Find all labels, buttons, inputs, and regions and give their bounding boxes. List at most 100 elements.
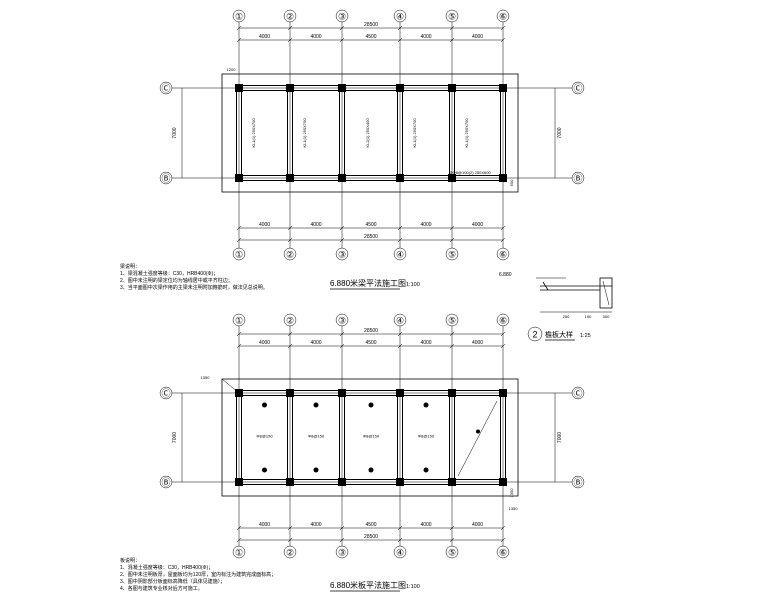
slab-annotation: Φ8@150 xyxy=(418,434,435,439)
dimension-text: 7000 xyxy=(172,432,178,443)
dimension-text: 4000 xyxy=(310,34,321,40)
column xyxy=(499,389,507,397)
detail-bubble xyxy=(527,326,543,342)
dimension-text: 28500 xyxy=(364,22,378,28)
dimension-tick xyxy=(236,225,242,231)
dimension-tick xyxy=(500,343,506,349)
slab-notes: 板说明： 1、混凝土强度等级：C30，HRB400(Φ)； 2、图中未注明板厚，… xyxy=(120,558,276,593)
dimension-tick xyxy=(287,237,293,243)
row-label: Ⓑ xyxy=(161,174,170,184)
column xyxy=(396,84,404,92)
plan-title: 6.880米梁平法施工图 xyxy=(330,278,406,288)
dimension-tick xyxy=(500,331,506,337)
column xyxy=(499,478,507,486)
dimension-text: 28500 xyxy=(364,234,378,240)
axis-label: ② xyxy=(286,12,294,22)
column xyxy=(448,84,456,92)
column xyxy=(448,478,456,486)
dimension-tick xyxy=(236,37,242,43)
column xyxy=(286,389,294,397)
dimension-text: 500 xyxy=(509,179,514,186)
dimension-tick xyxy=(339,25,345,31)
dimension-tick xyxy=(500,237,506,243)
dimension-tick xyxy=(500,37,506,43)
row-label: Ⓒ xyxy=(161,84,170,94)
dimension-text: 4000 xyxy=(310,340,321,346)
rebar-marker xyxy=(368,402,374,408)
slab-annotation: Φ8@150 xyxy=(363,434,380,439)
dimension-tick xyxy=(449,225,455,231)
axis-label: ③ xyxy=(338,12,346,22)
beam-annotation: KL2(1) 250X400 xyxy=(365,118,370,148)
dimension-text: 4000 xyxy=(420,340,431,346)
axis-label: ④ xyxy=(396,12,404,22)
elevation-mark: 6.880 xyxy=(499,272,512,278)
detail-title: 檐板大样 xyxy=(545,330,573,339)
dimension-tick xyxy=(397,525,403,531)
axis-label: ⑤ xyxy=(448,250,456,260)
dimension-text: 4000 xyxy=(472,340,483,346)
axis-label: ① xyxy=(235,12,243,22)
dimension-tick xyxy=(397,25,403,31)
rebar-marker xyxy=(313,467,319,473)
rebar-marker xyxy=(262,467,267,473)
dimension-tick xyxy=(397,343,403,349)
row-label: Ⓑ xyxy=(161,478,170,488)
dimension-text: 1200 xyxy=(227,67,237,72)
axis-label: ⑥ xyxy=(499,250,507,260)
dimension-tick xyxy=(287,331,293,337)
rebar-marker xyxy=(423,467,429,473)
axis-label: ③ xyxy=(338,250,346,260)
column xyxy=(448,174,456,182)
dimension-tick xyxy=(236,525,242,531)
rebar-marker xyxy=(476,429,480,434)
dimension-tick xyxy=(236,237,242,243)
dimension-tick xyxy=(397,237,403,243)
dimension-text: 7000 xyxy=(557,432,563,443)
column xyxy=(235,84,243,92)
column xyxy=(499,174,507,182)
corner-line xyxy=(221,378,240,394)
detail-dimension: 100 xyxy=(585,314,592,319)
dimension-text: 4500 xyxy=(365,522,376,528)
dimension-text: 4500 xyxy=(365,340,376,346)
axis-label: ④ xyxy=(396,316,404,326)
dimension-tick xyxy=(236,343,242,349)
dimension-tick xyxy=(339,537,345,543)
dimension-tick xyxy=(500,537,506,543)
dimension-tick xyxy=(449,37,455,43)
beam-annotation: KL1(1) 250X700 xyxy=(464,118,469,148)
dimension-tick xyxy=(236,331,242,337)
row-label: Ⓒ xyxy=(161,389,170,399)
plan-title: 6.880米板平法施工图 xyxy=(330,580,406,590)
dimension-text: 7000 xyxy=(557,127,563,138)
column xyxy=(448,389,456,397)
dimension-tick xyxy=(339,237,345,243)
row-label: Ⓒ xyxy=(573,389,582,399)
dimension-text: 4000 xyxy=(259,222,270,228)
dimension-tick xyxy=(500,225,506,231)
column xyxy=(396,478,404,486)
dimension-tick xyxy=(449,343,455,349)
slab-outline xyxy=(221,73,519,193)
plan-scale: 1:100 xyxy=(406,282,420,288)
beam-notes: 梁说明： 1、梁混凝土强度等级：C30，HRB400(Φ)； 2、图中未注明的梁… xyxy=(120,264,268,292)
column xyxy=(338,84,346,92)
beam-annotation: KL1(1) 250X700 xyxy=(302,118,307,148)
dimension-tick xyxy=(236,25,242,31)
axis-label: ④ xyxy=(396,250,404,260)
beam-annotation: KL1(1) 250X700 xyxy=(251,118,256,148)
detail-eave-edge xyxy=(542,281,549,291)
dimension-tick xyxy=(287,37,293,43)
dimension-text: 28500 xyxy=(364,328,378,334)
plan-scale: 1:100 xyxy=(406,584,420,590)
dimension-tick xyxy=(339,331,345,337)
axis-label: ⑤ xyxy=(448,548,456,558)
dimension-tick xyxy=(339,343,345,349)
dimension-tick xyxy=(339,225,345,231)
column xyxy=(286,174,294,182)
dimension-tick xyxy=(449,525,455,531)
dimension-text: 4000 xyxy=(420,522,431,528)
axis-label: ⑤ xyxy=(448,12,456,22)
dimension-text: 4000 xyxy=(472,522,483,528)
